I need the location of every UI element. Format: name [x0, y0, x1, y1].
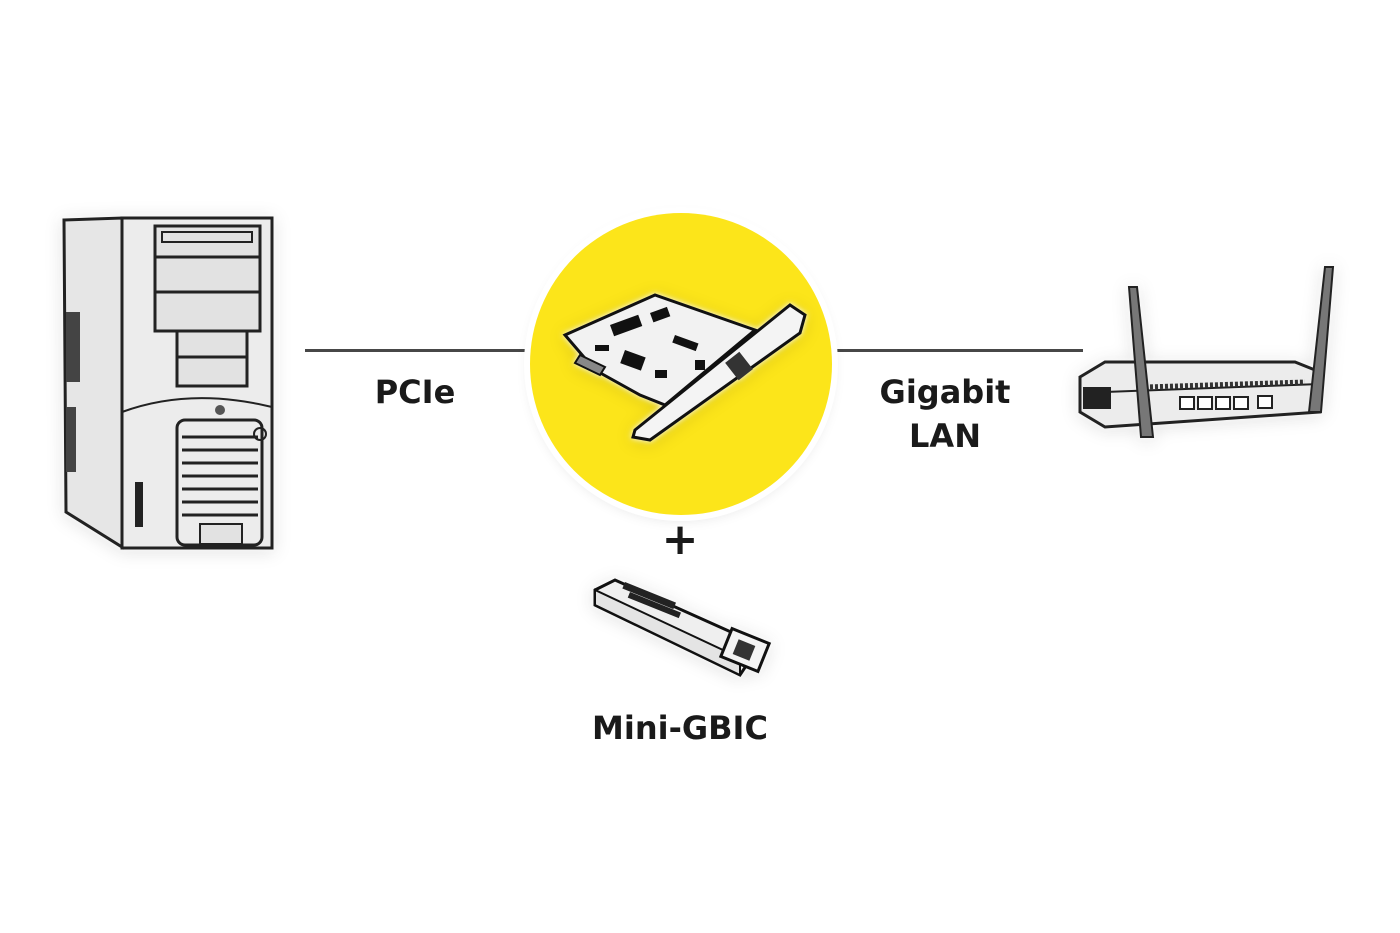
wireless-router-icon [1075, 262, 1345, 442]
pcie-label: PCIe [374, 373, 456, 411]
connector-line-lan [828, 349, 1083, 352]
pcie-network-card-icon [555, 285, 810, 445]
gigabit-lan-label-line1: Gigabit [879, 373, 1011, 411]
connector-line-pcie [305, 349, 535, 352]
desktop-tower-icon [60, 212, 280, 557]
gigabit-lan-label-line2: LAN [909, 417, 981, 455]
plus-icon: + [661, 514, 699, 565]
mini-gbic-label: Mini-GBIC [592, 709, 768, 747]
sfp-module-icon [590, 560, 775, 680]
